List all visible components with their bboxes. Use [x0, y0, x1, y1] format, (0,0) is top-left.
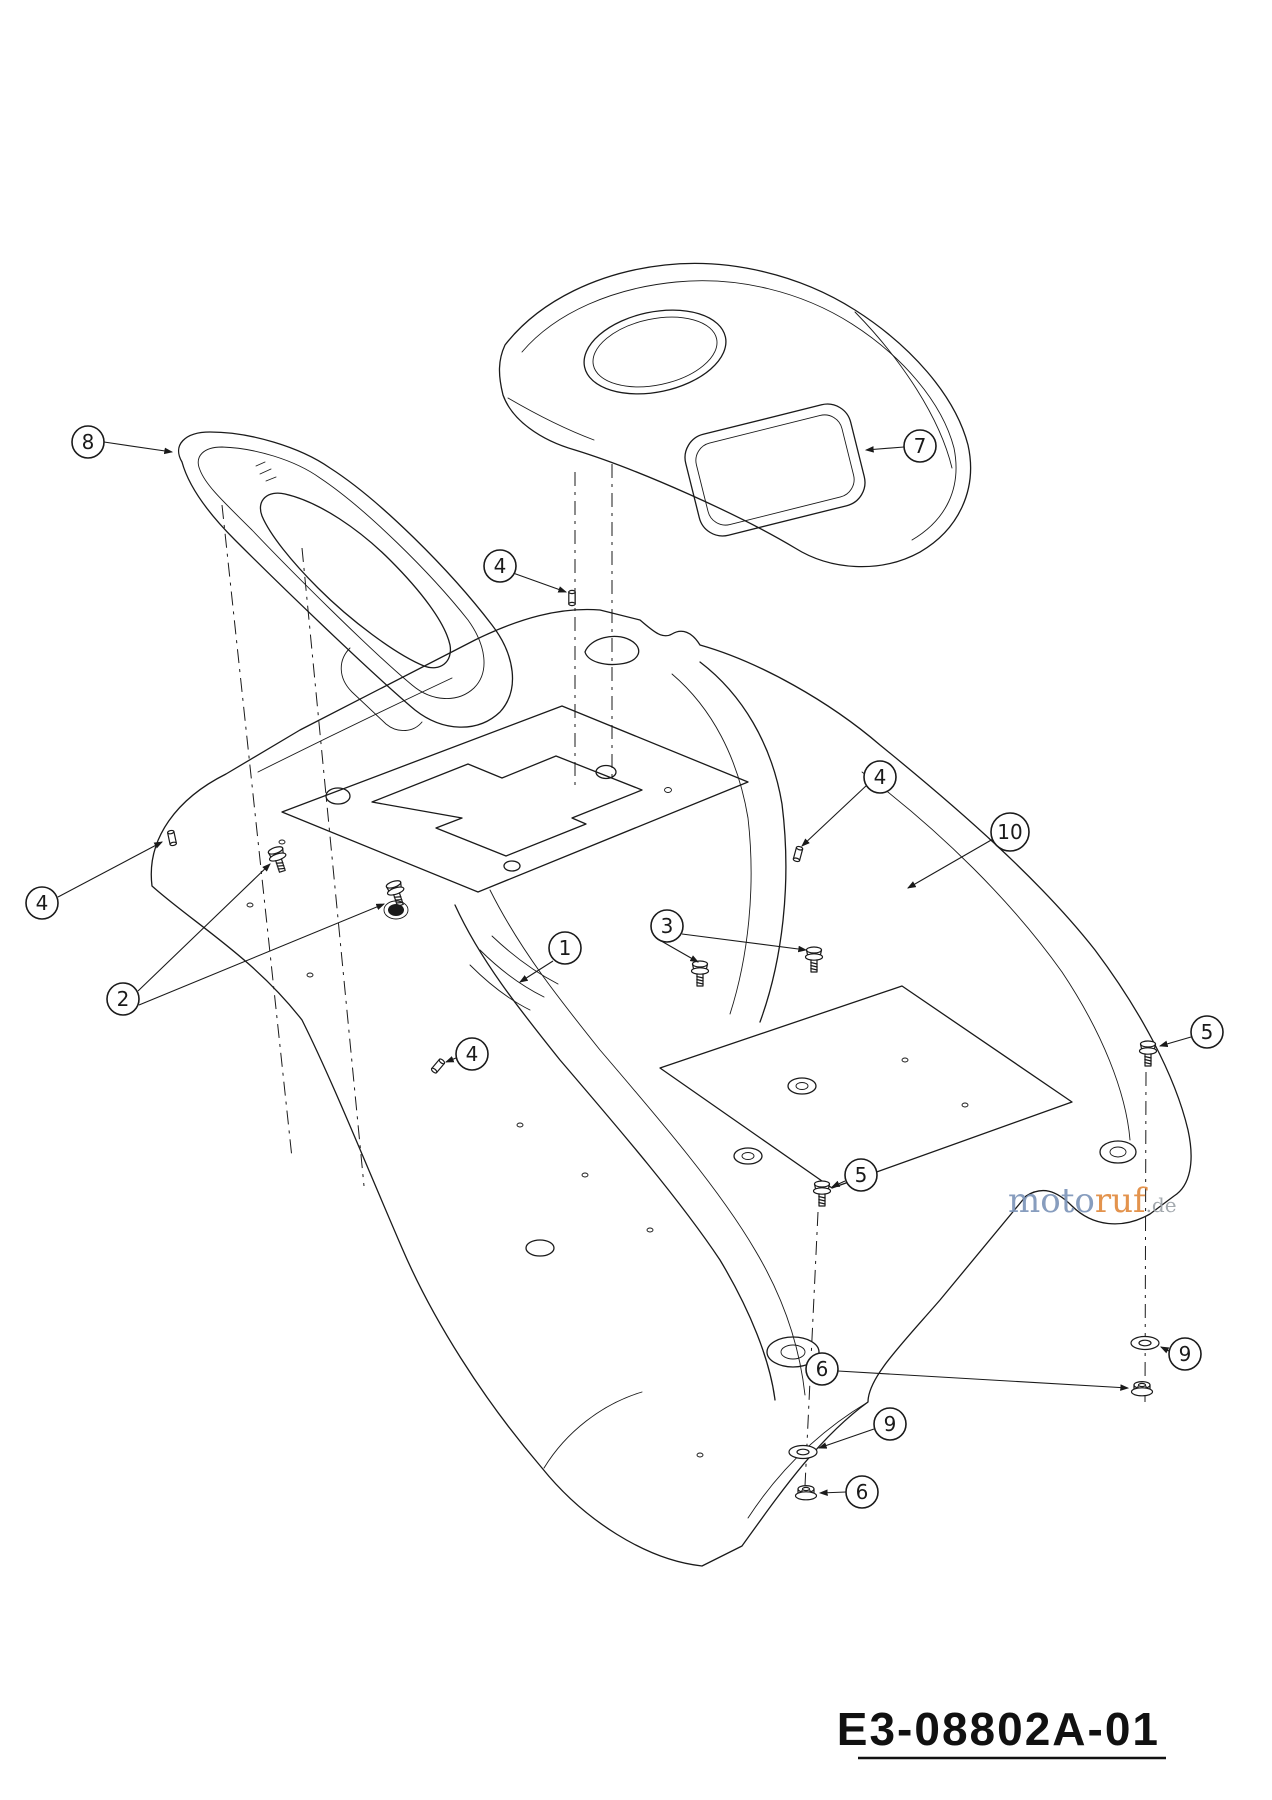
bolt-item3-b	[804, 946, 824, 973]
washer-item9-right	[1130, 1335, 1160, 1351]
callout-4-right: 4	[863, 760, 897, 794]
nut-item6-right	[1130, 1380, 1154, 1397]
callout-4-left: 4	[25, 886, 59, 920]
callout-3: 3	[650, 909, 684, 943]
brand-mark	[255, 461, 277, 482]
svg-text:6: 6	[816, 1357, 829, 1381]
svg-text:2: 2	[117, 987, 130, 1011]
main-body-part	[150, 608, 1192, 1567]
nut-item6-center	[794, 1484, 818, 1501]
svg-text:5: 5	[1201, 1020, 1214, 1044]
svg-text:7: 7	[914, 434, 927, 458]
watermark: motoruf.de	[1008, 1181, 1177, 1221]
bolt-item3-a	[690, 960, 710, 987]
pin-item4-bottom	[430, 1057, 446, 1075]
svg-text:4: 4	[466, 1042, 479, 1066]
console-right-part	[498, 262, 972, 568]
pin-item4-top	[568, 589, 576, 607]
leader-lines	[57, 441, 1192, 1497]
callout-7: 7	[903, 429, 937, 463]
svg-text:1: 1	[559, 936, 572, 960]
callout-4-bottom: 4	[455, 1037, 489, 1071]
alignment-lines	[221, 464, 1147, 1487]
callout-9-center: 9	[873, 1407, 907, 1441]
console-left-part	[177, 431, 514, 731]
svg-text:3: 3	[661, 914, 674, 938]
callout-10: 10	[990, 812, 1030, 852]
svg-text:4: 4	[494, 554, 507, 578]
svg-text:8: 8	[82, 430, 95, 454]
pin-item4-left	[166, 829, 178, 847]
svg-text:6: 6	[856, 1480, 869, 1504]
svg-text:4: 4	[874, 765, 887, 789]
svg-text:9: 9	[884, 1412, 897, 1436]
hardware	[166, 589, 1160, 1501]
part-number: E3-08802A-01	[837, 1703, 1160, 1755]
callout-5-center: 5	[844, 1158, 878, 1192]
svg-text:4: 4	[36, 891, 49, 915]
callout-6-center: 6	[845, 1475, 879, 1509]
callout-6-right: 6	[805, 1352, 839, 1386]
callout-2: 2	[106, 982, 140, 1016]
svg-text:10: 10	[997, 820, 1022, 844]
washer-item9-center	[788, 1444, 818, 1460]
bolt-item2-a	[265, 844, 292, 875]
callout-1: 1	[548, 931, 582, 965]
bolt-item5-right	[1138, 1040, 1158, 1067]
callout-9-right: 9	[1168, 1337, 1202, 1371]
svg-text:9: 9	[1179, 1342, 1192, 1366]
pin-item4-right	[792, 845, 804, 863]
bolt-item5-center	[812, 1180, 832, 1207]
callout-5-right: 5	[1190, 1015, 1224, 1049]
callout-8: 8	[71, 425, 105, 459]
deck-cutout	[371, 755, 643, 857]
callout-4-top: 4	[483, 549, 517, 583]
svg-text:5: 5	[855, 1163, 868, 1187]
mount-grommet	[388, 904, 404, 916]
